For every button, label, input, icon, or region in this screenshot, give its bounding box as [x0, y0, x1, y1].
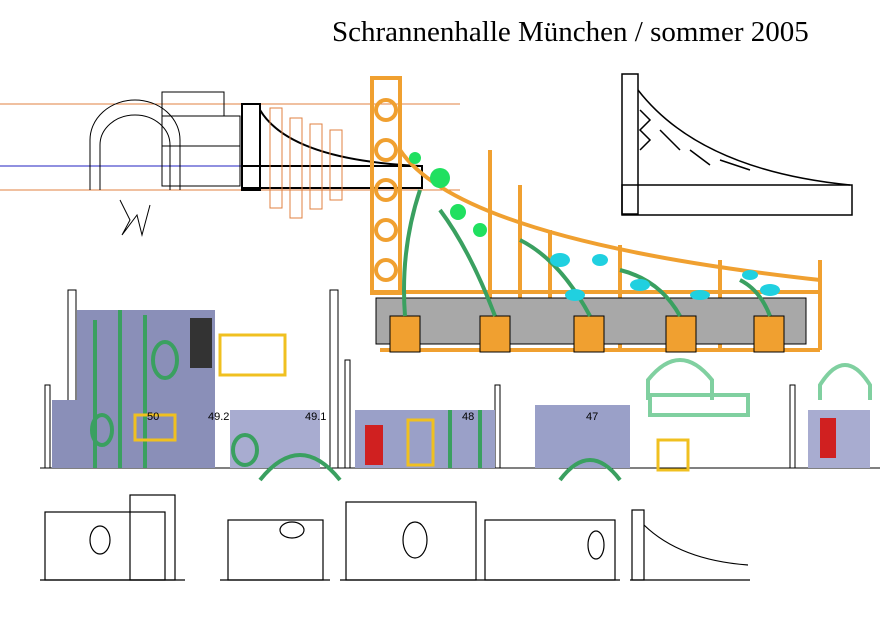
elevation-label: 47	[586, 411, 598, 423]
plants	[402, 152, 780, 317]
bottom-elevations	[40, 494, 750, 581]
page-title: Schrannenhalle München / sommer 2005	[332, 16, 809, 48]
elevation-label: 49.2	[208, 411, 229, 423]
elevation-label: 50	[147, 411, 159, 423]
facade-elevation: 50 49.2 49.1 48 47	[40, 289, 880, 482]
elevation-label: 49.1	[305, 411, 326, 423]
elevation-label: 48	[462, 411, 474, 423]
pergola-orange	[370, 76, 822, 352]
section-top-left	[0, 91, 460, 237]
iron-canopy-elevation	[621, 73, 853, 216]
